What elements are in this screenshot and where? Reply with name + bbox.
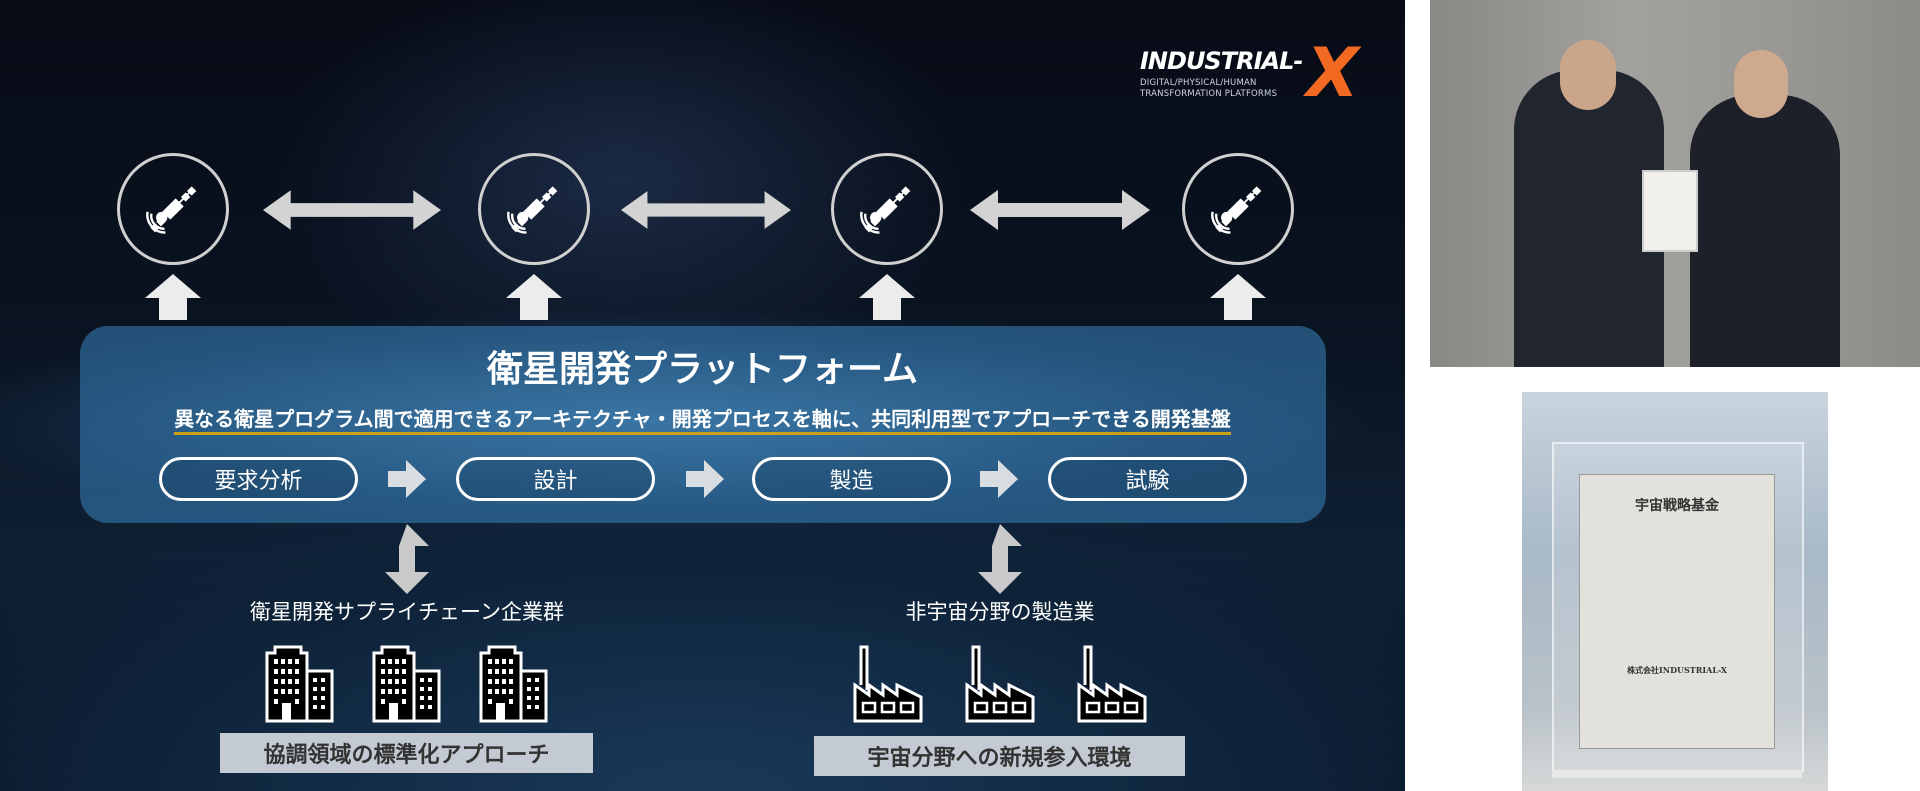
factory-icon xyxy=(1077,645,1147,723)
step-design: 設計 xyxy=(456,457,655,501)
label-box-standardization: 協調領域の標準化アプローチ xyxy=(220,733,593,773)
satellite-icon xyxy=(501,176,567,242)
plaque-stand xyxy=(1552,770,1802,778)
factory-icon xyxy=(965,645,1035,723)
satellite-icon xyxy=(854,176,920,242)
satellite-icon xyxy=(140,176,206,242)
award-plaque-photo: 宇宙戦略基金 株式会社INDUSTRIAL-X xyxy=(1522,392,1828,791)
person-left-face xyxy=(1560,40,1616,110)
double-arrow-horizontal-icon xyxy=(621,190,791,230)
award-ceremony-photo xyxy=(1430,0,1920,367)
factory-icon xyxy=(853,645,923,723)
building-icon xyxy=(372,645,442,723)
plaque-title: 宇宙戦略基金 xyxy=(1635,498,1719,514)
industrial-x-logo: INDUSTRIAL- DIGITAL/PHYSICAL/HUMAN TRANS… xyxy=(1140,40,1359,108)
right-arrow-icon xyxy=(980,460,1018,498)
label-box-new-entry: 宇宙分野への新規参入環境 xyxy=(814,736,1185,776)
up-arrow-icon xyxy=(1210,274,1266,320)
platform-title: 衛星開発プラットフォーム xyxy=(487,349,918,390)
right-arrow-icon xyxy=(388,460,426,498)
building-icon xyxy=(479,645,549,723)
satellite-node-3 xyxy=(831,153,943,265)
group-label-non-space: 非宇宙分野の製造業 xyxy=(905,600,1095,624)
person-left xyxy=(1514,70,1664,367)
platform-box xyxy=(80,326,1326,523)
right-arrow-icon xyxy=(686,460,724,498)
step-testing: 試験 xyxy=(1048,457,1247,501)
logo-brand: INDUSTRIAL- xyxy=(1140,47,1303,75)
satellite-node-4 xyxy=(1182,153,1294,265)
certificate: 宇宙戦略基金 株式会社INDUSTRIAL-X xyxy=(1579,474,1775,749)
logo-tagline-2: TRANSFORMATION PLATFORMS xyxy=(1140,89,1278,99)
step-requirements: 要求分析 xyxy=(159,457,358,501)
satellite-icon xyxy=(1205,176,1271,242)
double-arrow-horizontal-icon xyxy=(969,190,1151,230)
logo-tagline-1: DIGITAL/PHYSICAL/HUMAN xyxy=(1140,78,1257,88)
up-arrow-icon xyxy=(506,274,562,320)
platform-slide: INDUSTRIAL- DIGITAL/PHYSICAL/HUMAN TRANS… xyxy=(0,0,1405,791)
satellite-node-2 xyxy=(478,153,590,265)
logo-text-block: INDUSTRIAL- DIGITAL/PHYSICAL/HUMAN TRANS… xyxy=(1140,46,1303,108)
person-right xyxy=(1690,95,1840,367)
double-arrow-vertical-icon xyxy=(978,524,1022,594)
person-right-face xyxy=(1734,50,1788,118)
award-certificate xyxy=(1642,170,1698,252)
up-arrow-icon xyxy=(145,274,201,320)
platform-subtitle-text: 異なる衛星プログラム間で適用できるアーキテクチャ・開発プロセスを軸に、共同利用型… xyxy=(174,407,1231,435)
satellite-node-1 xyxy=(117,153,229,265)
plaque-company: 株式会社INDUSTRIAL-X xyxy=(1627,665,1727,675)
up-arrow-icon xyxy=(859,274,915,320)
step-manufacturing: 製造 xyxy=(752,457,951,501)
double-arrow-horizontal-icon xyxy=(263,190,441,230)
group-label-supply-chain: 衛星開発サプライチェーン企業群 xyxy=(250,600,564,624)
platform-subtitle: 異なる衛星プログラム間で適用できるアーキテクチャ・開発プロセスを軸に、共同利用型… xyxy=(0,403,1405,435)
logo-x: X xyxy=(1306,34,1359,113)
building-icon xyxy=(265,645,335,723)
double-arrow-vertical-icon xyxy=(385,524,429,594)
